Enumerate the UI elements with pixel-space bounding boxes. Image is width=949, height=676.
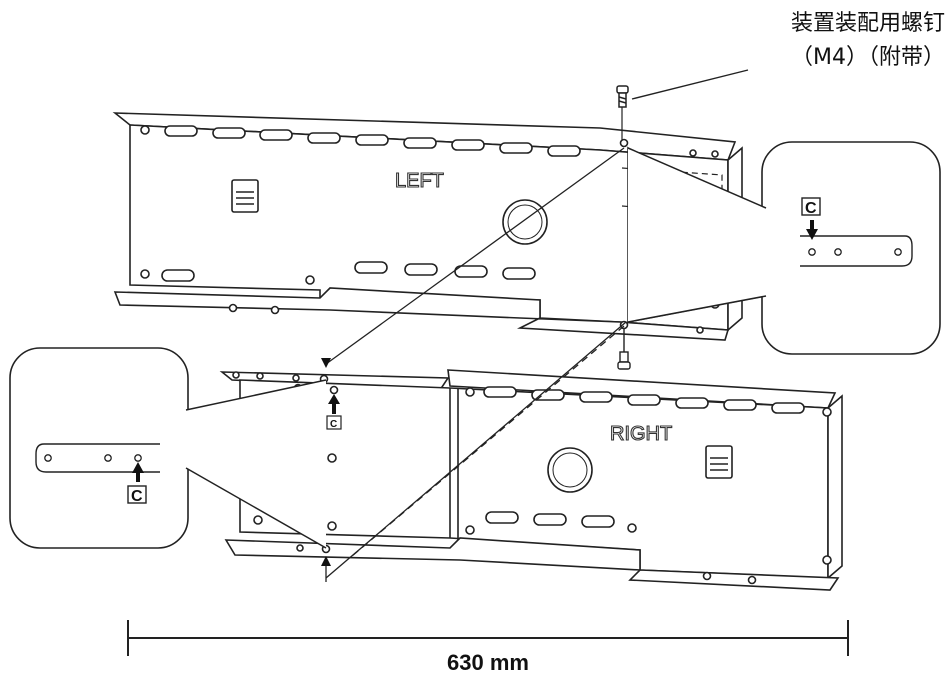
callout-right-arrow-icon xyxy=(806,220,818,240)
right-bracket-handle xyxy=(705,445,733,479)
left-bracket-lower-slots xyxy=(161,261,536,282)
small-marker-c: C xyxy=(326,394,342,430)
right-bracket-lower-slots xyxy=(485,511,615,528)
dimension-label: 630 mm xyxy=(447,650,529,675)
screw-icon xyxy=(616,85,629,140)
callout-right: C xyxy=(627,141,941,355)
callout-left-arrow-icon xyxy=(132,462,144,482)
alignment-arrow-up-icon xyxy=(321,556,331,566)
callout-left: C xyxy=(9,347,327,549)
screw-leader-line xyxy=(631,69,749,100)
right-panel-label: RIGHT xyxy=(610,423,672,445)
left-bracket-handle xyxy=(231,179,259,213)
screw-lower-icon xyxy=(617,328,631,370)
callout-left-tag: C xyxy=(131,488,143,505)
alignment-lines xyxy=(325,147,627,579)
right-bracket-top-slots xyxy=(483,386,805,414)
dimension-line xyxy=(127,620,849,656)
right-bracket xyxy=(219,369,843,591)
left-panel-label: LEFT xyxy=(395,170,444,192)
small-marker-c-label: C xyxy=(330,419,337,430)
right-bracket-cable-hole xyxy=(547,447,593,493)
callout-right-tag: C xyxy=(805,200,817,217)
alignment-arrow-down-icon xyxy=(321,358,331,368)
left-bracket-top-slots xyxy=(164,125,581,157)
screw-note-line1: 装置装配用螺钉 xyxy=(791,11,945,36)
left-bracket-cable-hole xyxy=(502,199,548,245)
screw-note-line2: （M4）（附带） xyxy=(791,45,945,70)
